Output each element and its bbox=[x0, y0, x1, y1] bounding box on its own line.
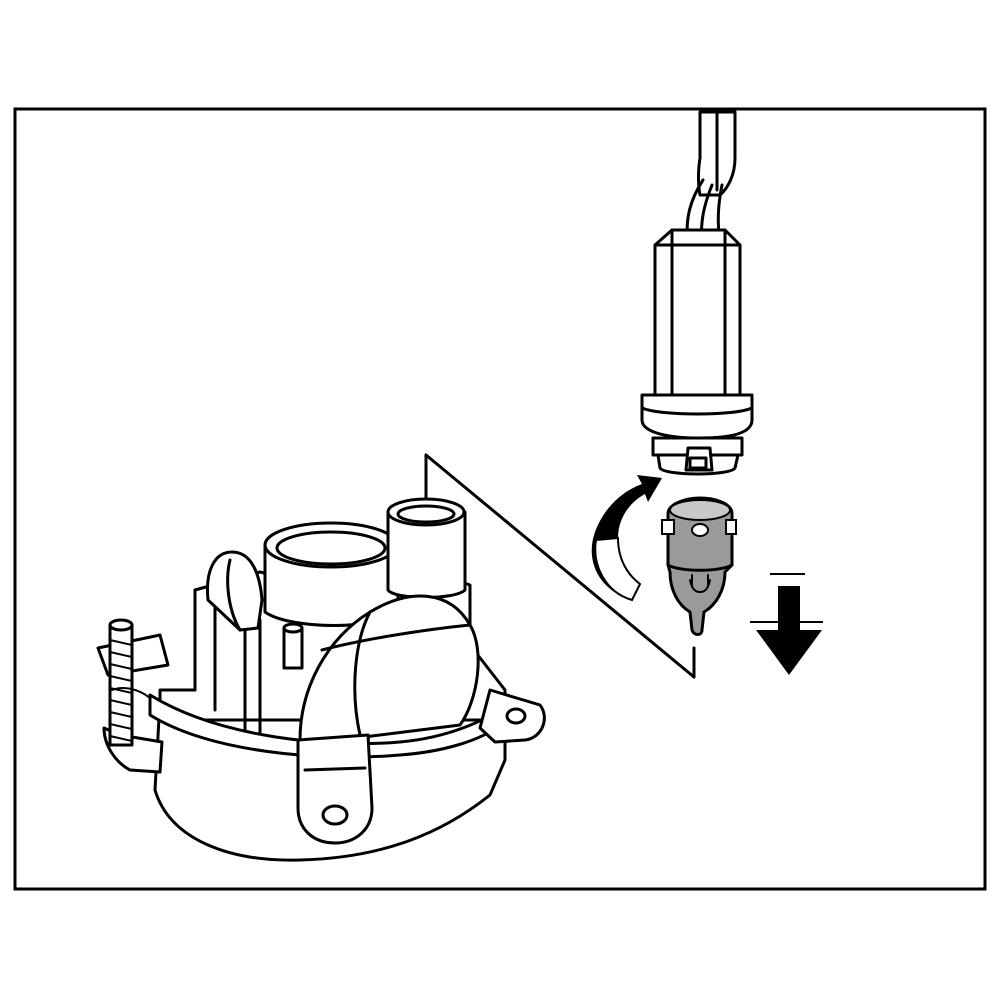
down-arrow-icon bbox=[750, 573, 823, 675]
bulb-socket-icon bbox=[640, 110, 754, 476]
bulb-icon bbox=[661, 496, 737, 636]
lamp-housing-icon bbox=[96, 497, 546, 862]
rotate-arrow-icon bbox=[591, 475, 662, 602]
callout-diagonal-line bbox=[424, 453, 696, 679]
